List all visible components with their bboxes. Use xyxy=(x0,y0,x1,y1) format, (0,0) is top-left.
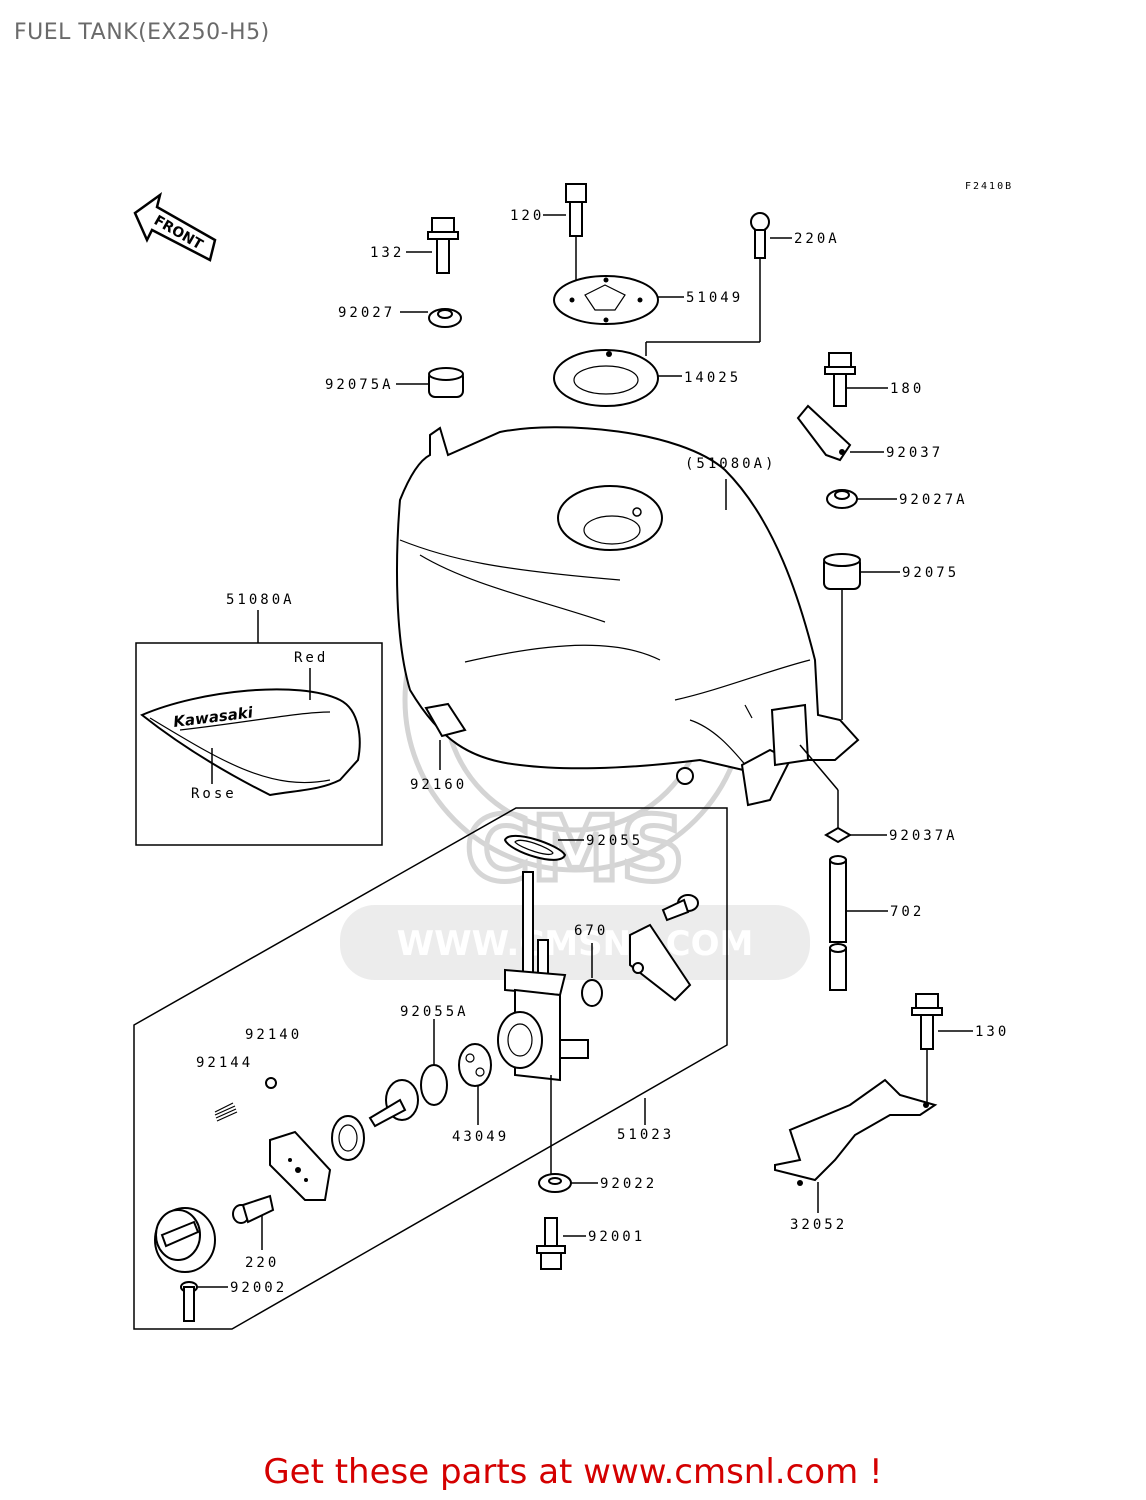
hose-702 xyxy=(829,855,888,991)
callout-32052: 32052 xyxy=(790,1217,847,1233)
callout-14025: 14025 xyxy=(684,370,741,386)
bolt-92001 xyxy=(536,1217,586,1270)
bolt-120 xyxy=(543,183,587,237)
screw-92002 xyxy=(180,1281,228,1322)
callout-51023: 51023 xyxy=(617,1127,674,1143)
damper-92027A xyxy=(826,489,897,509)
oring-92055A xyxy=(420,1019,448,1106)
ball-92140 xyxy=(265,1077,277,1089)
lever-plate xyxy=(269,1130,332,1201)
page-title: FUEL TANK(EX250-H5) xyxy=(14,20,270,45)
callout-670: 670 xyxy=(574,923,608,939)
callout-120: 120 xyxy=(510,208,544,224)
svg-text:CMS: CMS xyxy=(465,797,685,902)
callout-51049: 51049 xyxy=(686,290,743,306)
clip-92037A xyxy=(824,826,887,844)
cta-banner[interactable]: Get these parts at www.cmsnl.com ! xyxy=(263,1452,883,1492)
screw-220 xyxy=(232,1194,275,1250)
cap-plate-51049 xyxy=(553,236,684,325)
callout-92075: 92075 xyxy=(902,565,959,581)
callout-92001: 92001 xyxy=(588,1229,645,1245)
callout-92160: 92160 xyxy=(410,777,467,793)
fuel-tank xyxy=(396,426,860,832)
petcock-cover xyxy=(629,923,692,1002)
bolt-180 xyxy=(824,352,888,407)
spring-92144 xyxy=(214,1102,238,1122)
callout-92140: 92140 xyxy=(245,1027,302,1043)
bracket-32052 xyxy=(774,1078,938,1213)
ring-14025 xyxy=(553,258,761,407)
callout-180: 180 xyxy=(890,381,924,397)
gasket-43049 xyxy=(458,1043,492,1125)
clip-92160 xyxy=(424,702,467,770)
bolt-130 xyxy=(911,993,973,1105)
oring-670 xyxy=(581,943,603,1007)
callout-92027A: 92027A xyxy=(899,492,968,508)
callout-132: 132 xyxy=(370,245,404,261)
callout-92027: 92027 xyxy=(338,305,395,321)
callout-220: 220 xyxy=(245,1255,279,1271)
callout-92055A: 92055A xyxy=(400,1004,469,1020)
damper-92027 xyxy=(400,308,462,328)
valve-lever xyxy=(368,1079,419,1128)
petcock-51023 xyxy=(497,871,589,1175)
valve-knob xyxy=(154,1207,216,1273)
gasket-92055 xyxy=(503,834,584,861)
screw-220A xyxy=(750,212,792,259)
callout-92022: 92022 xyxy=(600,1176,657,1192)
callout-92055: 92055 xyxy=(586,833,643,849)
screw-petcock xyxy=(661,894,699,922)
front-arrow-icon: FRONT xyxy=(133,191,217,262)
callout-220A: 220A xyxy=(794,231,840,247)
callout-51080A-paren: (51080A) xyxy=(685,456,776,472)
figure-code: F2410B xyxy=(965,181,1013,192)
decal-inset: Kawasaki xyxy=(135,610,383,846)
callout-92075A: 92075A xyxy=(325,377,394,393)
callout-92144: 92144 xyxy=(196,1055,253,1071)
damper-92075A xyxy=(396,367,464,398)
callout-92037: 92037 xyxy=(886,445,943,461)
valve-seal xyxy=(331,1115,365,1161)
washer-92022 xyxy=(538,1173,598,1193)
callout-92002: 92002 xyxy=(230,1280,287,1296)
strap-92037 xyxy=(796,404,884,462)
decal-color-bottom: Rose xyxy=(191,786,237,802)
callout-51080A: 51080A xyxy=(226,592,295,608)
damper-92075 xyxy=(823,553,900,720)
callout-92037A: 92037A xyxy=(889,828,958,844)
callout-702: 702 xyxy=(890,904,924,920)
callout-130: 130 xyxy=(975,1024,1009,1040)
bolt-132 xyxy=(406,217,459,274)
callout-43049: 43049 xyxy=(452,1129,509,1145)
petcock-box xyxy=(133,807,728,1330)
decal-color-top: Red xyxy=(294,650,328,666)
watermark-text: WWW.CMSNL.COM xyxy=(397,924,754,964)
